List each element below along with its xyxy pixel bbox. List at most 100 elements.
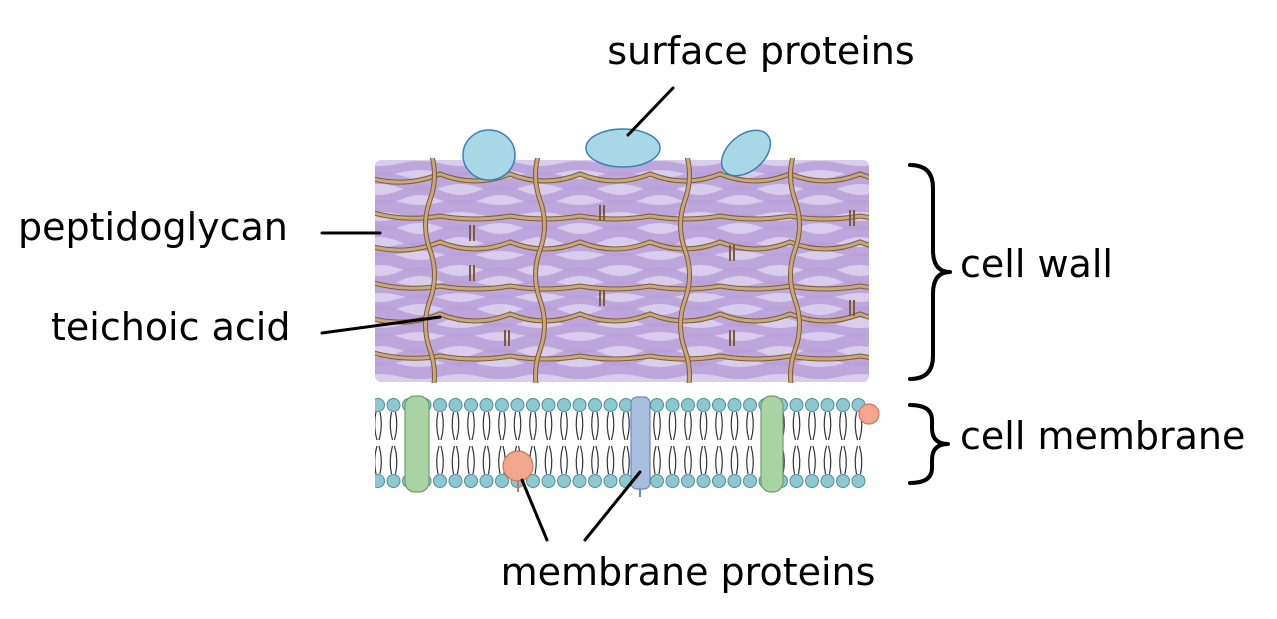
lipid-tail [440, 445, 444, 475]
lipid-head [743, 398, 757, 412]
lipid-head [386, 398, 401, 412]
lipid-head [588, 398, 602, 412]
lipid-tail [730, 411, 735, 441]
lipid-tail [436, 445, 440, 475]
cell-wall-brace [908, 163, 952, 381]
lipid-head [572, 474, 587, 488]
lipid-tail [591, 445, 595, 475]
lipid-head [495, 474, 509, 488]
lipid-tail [389, 411, 394, 441]
lipid-tail [544, 445, 549, 475]
lipid-tail [389, 445, 394, 475]
lipid-tail [823, 411, 828, 441]
peptidoglycan-strand [375, 295, 869, 311]
lipid-head [557, 398, 571, 412]
lipid-tail [610, 445, 615, 475]
lipid-tail [579, 445, 584, 475]
lipid-head [448, 474, 463, 488]
lipid-tail [808, 411, 812, 441]
lipid-tail [750, 411, 754, 441]
lipid-tail [746, 445, 750, 475]
lipid-head [603, 398, 618, 412]
fiber-strand [375, 312, 869, 324]
cell-membrane-label: cell membrane [960, 414, 1245, 458]
peptidoglycan-strand [375, 161, 869, 175]
lipid-head [727, 474, 742, 488]
lipid-head [805, 474, 819, 488]
membrane-proteins-label: membrane proteins [501, 550, 876, 594]
lipid-tail [812, 411, 816, 441]
lipid-tail [812, 445, 816, 475]
lipid-head [712, 398, 726, 412]
lipid-head [696, 398, 711, 412]
lipid-tail [471, 445, 475, 475]
lipid-tail [440, 411, 444, 441]
lipid-tail [808, 445, 812, 475]
lipid-tail [393, 445, 398, 475]
lipid-tail [533, 445, 537, 475]
lipid-tail [657, 445, 661, 475]
lipid-head [541, 474, 556, 488]
lipid-tail [703, 445, 708, 475]
lipid-head [851, 474, 866, 488]
lipid-head [375, 474, 385, 488]
lipid-tail [544, 411, 549, 441]
lipid-head [541, 398, 556, 412]
lipid-tail [827, 445, 832, 475]
lipid-tail [455, 445, 460, 475]
lipid-tail [688, 411, 692, 441]
lipid-head [820, 474, 835, 488]
leader-line-membrane-protein-right [583, 470, 642, 542]
lipid-tail [378, 411, 382, 441]
lipid-tail [564, 445, 568, 475]
lipid-tail [560, 411, 564, 441]
fiber-strand [424, 158, 436, 383]
lipid-tail [823, 445, 828, 475]
lipid-tail [734, 445, 739, 475]
lipid-tail [858, 445, 863, 475]
leader-lines [320, 86, 675, 542]
membrane-channel-protein [760, 395, 784, 493]
lipid-head [557, 474, 571, 488]
lipid-tail [719, 411, 723, 441]
lipid-tail [719, 445, 723, 475]
lipid-tail [564, 411, 568, 441]
lipid-tail [579, 411, 584, 441]
lipid-head [681, 474, 695, 488]
lipid-tail [699, 411, 704, 441]
lipid-head [836, 398, 850, 412]
lipid-tail [393, 411, 398, 441]
fiber-strand [534, 158, 546, 383]
lipid-tail [467, 445, 471, 475]
lipid-head [386, 474, 401, 488]
lipid-tail [684, 445, 688, 475]
lipid-head [572, 398, 587, 412]
peripheral-membrane-protein [858, 403, 880, 425]
lipid-tail [529, 411, 533, 441]
lipid-head [820, 398, 835, 412]
lipid-head [433, 398, 447, 412]
lipid-head [805, 398, 819, 412]
lipid-tail [378, 445, 382, 475]
lipid-tail [486, 445, 491, 475]
lipid-tail [626, 445, 630, 475]
peptidoglycan-strand [375, 186, 869, 204]
fiber-strand [789, 158, 801, 383]
lipid-tail [591, 411, 595, 441]
lipid-tail [715, 411, 719, 441]
lipid-head [464, 398, 478, 412]
lipid-tail [827, 411, 832, 441]
leader-line-teichoic-acid [320, 315, 442, 335]
lipid-tail [843, 445, 847, 475]
braces [908, 163, 952, 485]
lipid-tail [672, 411, 677, 441]
teichoic-acid-label: teichoic acid [51, 305, 290, 349]
cell-wall-label: cell wall [960, 242, 1113, 286]
lipid-head [603, 474, 618, 488]
leader-line-surface-proteins [626, 86, 675, 137]
peripheral-membrane-protein [502, 450, 534, 482]
lipid-tail [560, 445, 564, 475]
lipid-tail [455, 411, 460, 441]
lipid-tail [672, 445, 677, 475]
lipid-head [712, 474, 726, 488]
